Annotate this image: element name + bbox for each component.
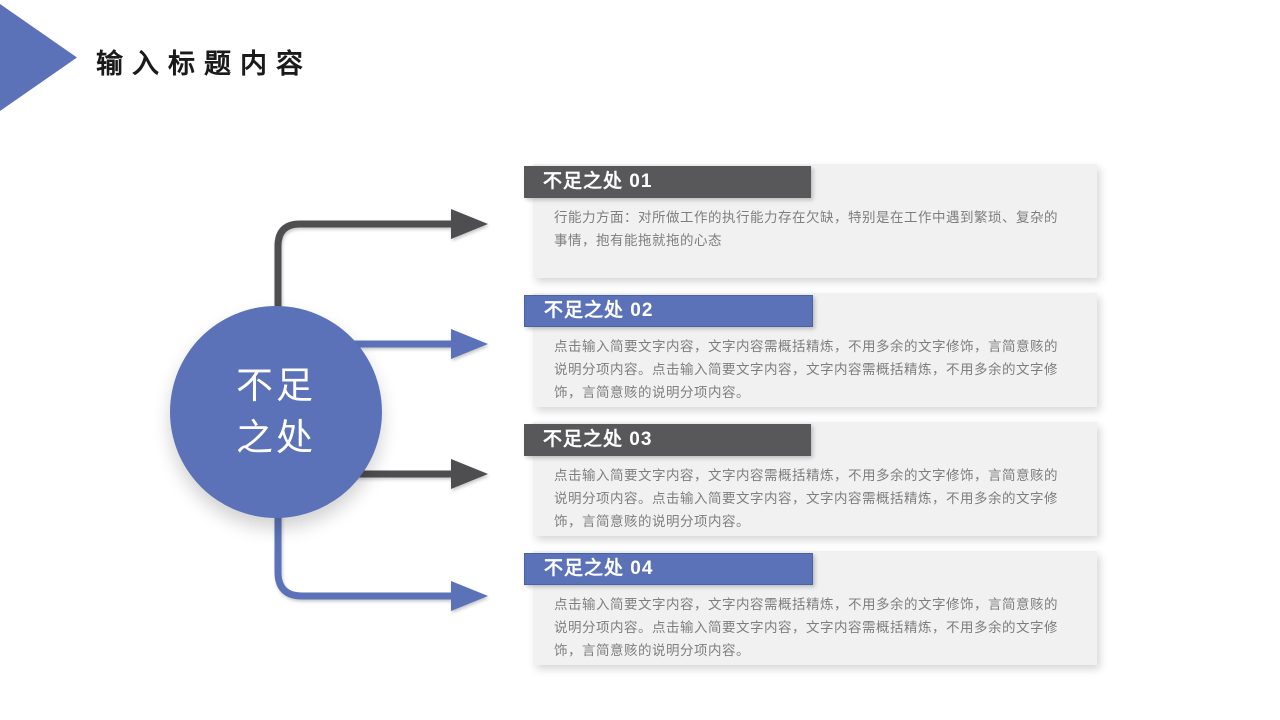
item-card-1-body: 行能力方面：对所做工作的执行能力存在欠缺，特别是在工作中遇到繁琐、复杂的事情，抱… bbox=[554, 210, 1058, 248]
center-circle-label: 不足 之处 bbox=[236, 360, 316, 464]
slide-title: 输入标题内容 bbox=[96, 49, 312, 79]
item-card-4-header: 不足之处 04 bbox=[524, 553, 813, 585]
arrow-to-card-1-icon bbox=[274, 209, 488, 312]
item-card-3-body: 点击输入简要文字内容，文字内容需概括精炼，不用多余的文字修饰，言简意赅的说明分项… bbox=[554, 468, 1058, 529]
item-card-1: 不足之处 01 行能力方面：对所做工作的执行能力存在欠缺，特别是在工作中遇到繁琐… bbox=[524, 164, 1097, 278]
item-card-4: 不足之处 04 点击输入简要文字内容，文字内容需概括精炼，不用多余的文字修饰，言… bbox=[524, 551, 1097, 665]
item-card-3-header: 不足之处 03 bbox=[524, 424, 811, 456]
center-circle-label-line2: 之处 bbox=[236, 417, 316, 458]
arrow-to-card-4-icon bbox=[274, 505, 488, 611]
item-card-1-header: 不足之处 01 bbox=[524, 166, 811, 198]
item-card-4-body: 点击输入简要文字内容，文字内容需概括精炼，不用多余的文字修饰，言简意赅的说明分项… bbox=[554, 597, 1058, 658]
item-card-2: 不足之处 02 点击输入简要文字内容，文字内容需概括精炼，不用多余的文字修饰，言… bbox=[524, 293, 1097, 407]
item-card-3: 不足之处 03 点击输入简要文字内容，文字内容需概括精炼，不用多余的文字修饰，言… bbox=[524, 422, 1097, 536]
center-circle-label-line1: 不足 bbox=[236, 365, 316, 406]
corner-triangle-decoration bbox=[0, 4, 77, 111]
item-card-2-header: 不足之处 02 bbox=[524, 295, 813, 327]
center-circle: 不足 之处 bbox=[170, 306, 382, 518]
item-card-2-body: 点击输入简要文字内容，文字内容需概括精炼，不用多余的文字修饰，言简意赅的说明分项… bbox=[554, 339, 1058, 400]
